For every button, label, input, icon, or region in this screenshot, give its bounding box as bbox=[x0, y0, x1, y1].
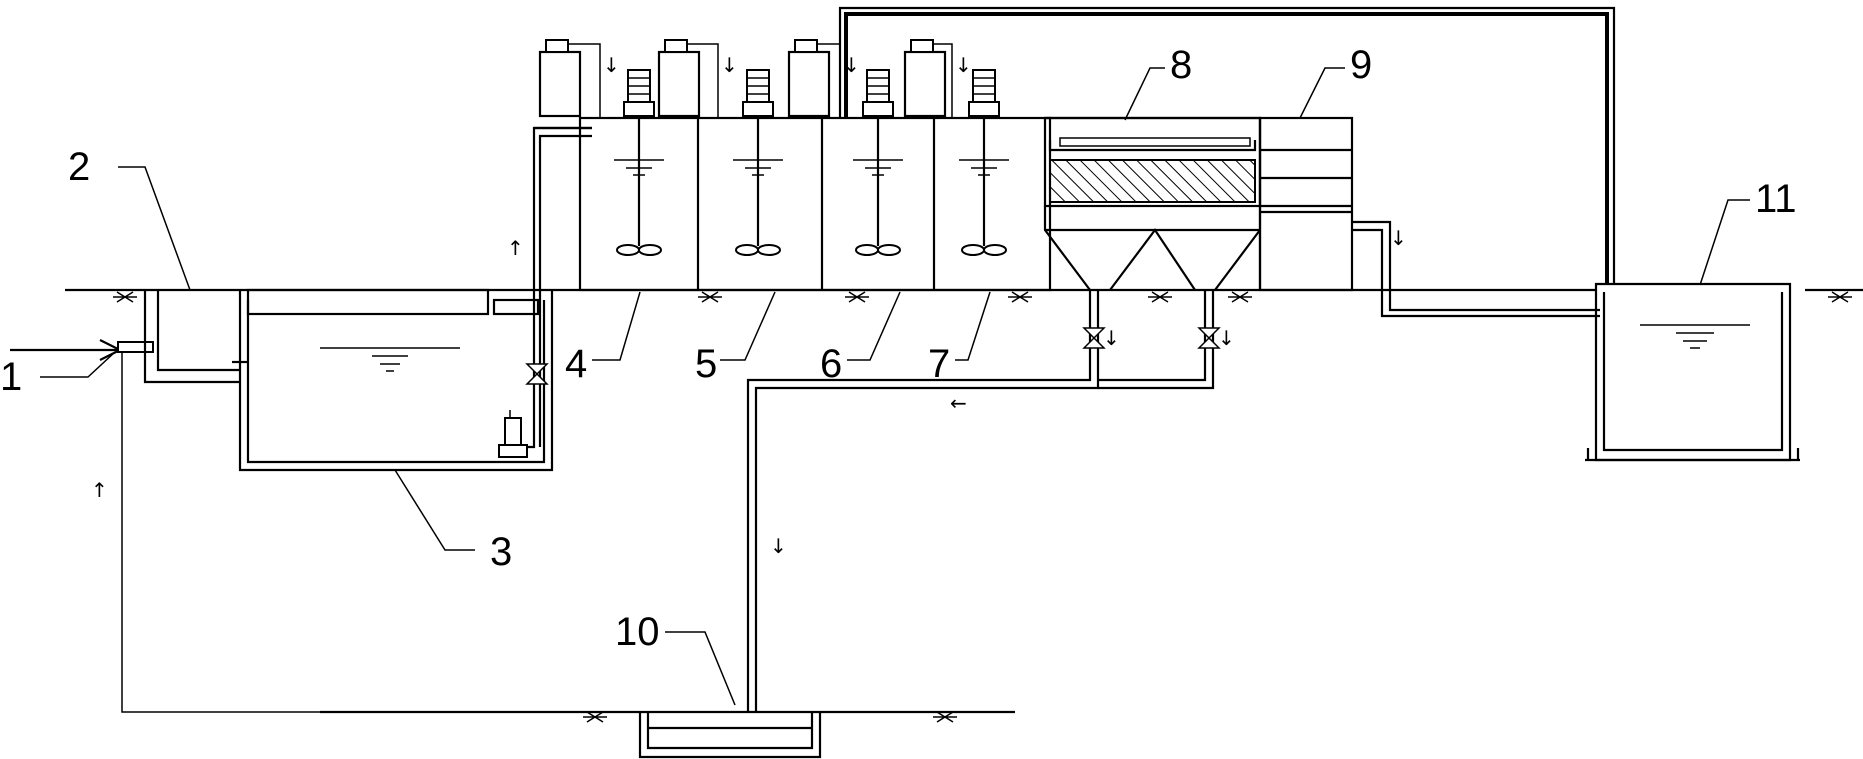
label-6: 6 bbox=[820, 342, 842, 386]
regulating-tank bbox=[238, 288, 554, 472]
clean-water-tank bbox=[1585, 282, 1800, 462]
flow-arrow-up: ↑ bbox=[91, 478, 108, 502]
component-labels: 1 2 3 4 5 6 7 8 9 10 11 bbox=[0, 43, 1797, 654]
grille-channel bbox=[143, 290, 248, 384]
label-8: 8 bbox=[1170, 43, 1192, 87]
mixer-7 bbox=[959, 69, 1009, 256]
inclined-plate-settler bbox=[1043, 116, 1262, 291]
submersible-pump-icon bbox=[498, 410, 528, 458]
flow-arrows: ↓ ↓ ↓ ↓ ↑ ↓ ↓ ↓ ← ↓ ↑ bbox=[91, 53, 1407, 558]
label-3: 3 bbox=[490, 530, 512, 574]
flow-arrow-down: ↓ bbox=[1103, 326, 1120, 350]
sludge-sump bbox=[638, 712, 822, 759]
mixer-6 bbox=[853, 69, 903, 256]
mixer-4 bbox=[614, 69, 664, 256]
label-7: 7 bbox=[928, 342, 950, 386]
flow-arrow-down: ↓ bbox=[770, 534, 787, 558]
valve-icon bbox=[1082, 327, 1106, 349]
flow-arrow-down: ↓ bbox=[843, 53, 860, 77]
label-10: 10 bbox=[615, 610, 660, 654]
sump-return-pipe bbox=[121, 352, 640, 713]
label-2: 2 bbox=[68, 145, 90, 189]
label-9: 9 bbox=[1350, 43, 1372, 87]
label-4: 4 bbox=[565, 342, 587, 386]
mixer-5 bbox=[733, 69, 783, 256]
flow-arrow-down: ↓ bbox=[721, 53, 738, 77]
leader-lines bbox=[40, 67, 1750, 706]
flow-arrow-up: ↑ bbox=[507, 236, 524, 260]
sludge-discharge-pipes bbox=[746, 290, 1221, 712]
clear-water-box bbox=[1258, 116, 1354, 292]
dosing-tank-3 bbox=[787, 39, 841, 118]
flow-arrow-down: ↓ bbox=[603, 53, 620, 77]
reaction-tank-row bbox=[578, 116, 1052, 292]
flow-arrow-down: ↓ bbox=[1218, 326, 1235, 350]
top-return-pipe bbox=[838, 6, 1616, 285]
dosing-tank-1 bbox=[538, 39, 601, 118]
ground-lines bbox=[65, 288, 1863, 714]
label-1: 1 bbox=[0, 355, 22, 399]
valve-icon bbox=[1197, 327, 1221, 349]
label-11: 11 bbox=[1755, 177, 1797, 221]
label-5: 5 bbox=[695, 342, 717, 386]
flow-arrow-down: ↓ bbox=[1390, 226, 1407, 250]
flow-arrow-left: ← bbox=[950, 391, 967, 415]
inlet-pipe bbox=[10, 339, 154, 361]
dosing-tank-4 bbox=[903, 39, 953, 118]
ground-hatch-marks bbox=[113, 291, 1852, 723]
effluent-pipe bbox=[1352, 220, 1600, 318]
valve-icon bbox=[525, 363, 549, 385]
dosing-tank-2 bbox=[657, 39, 719, 118]
lift-pipe bbox=[525, 126, 592, 449]
flow-arrow-down: ↓ bbox=[955, 53, 972, 77]
